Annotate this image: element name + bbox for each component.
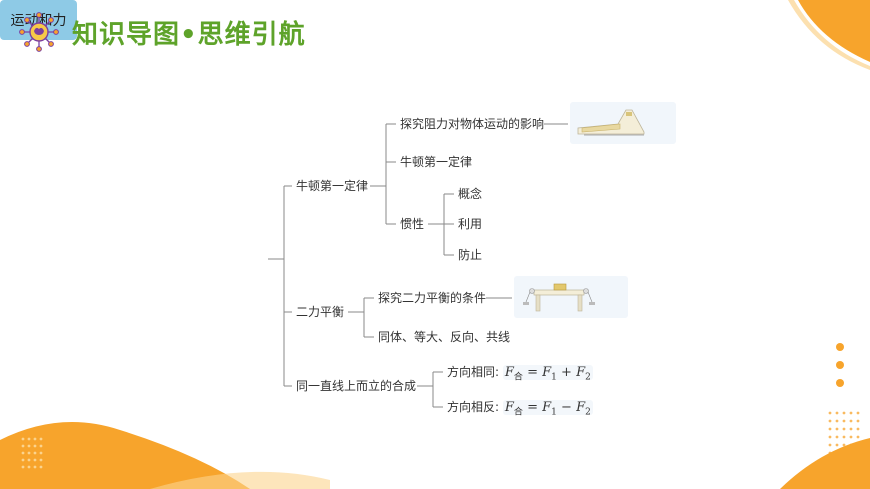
node-newton-first-law: 牛顿第一定律	[400, 155, 473, 169]
formula-f1: F	[542, 400, 552, 415]
formula-equals: =	[527, 365, 538, 380]
bottom-left-dots	[21, 437, 43, 469]
formula-sub-2: 2	[585, 407, 591, 418]
formula-f-resultant: F	[504, 400, 514, 415]
force-balance-apparatus-image	[514, 276, 628, 318]
same-direction-formula: F合 = F1 + F2	[502, 365, 593, 383]
formula-f2: F	[576, 400, 586, 415]
formula-sub-1: 1	[551, 372, 557, 383]
node-balance-conditions: 同体、等大、反向、共线	[378, 330, 511, 344]
formula-equals: =	[527, 400, 538, 415]
right-side-dots	[828, 343, 860, 463]
node-inertia-use: 利用	[458, 217, 483, 231]
formula-sub-he: 合	[513, 407, 523, 418]
formula-minus: −	[561, 400, 572, 415]
formula-sub-1: 1	[551, 407, 557, 418]
inclined-plane-experiment-image	[570, 102, 676, 144]
formula-sub-2: 2	[585, 372, 591, 383]
page-title: 知识导图•思维引航	[72, 20, 306, 50]
formula-sub-he: 合	[513, 372, 523, 383]
node-inertia-prevent: 防止	[458, 248, 483, 262]
bottom-left-blob	[0, 422, 330, 489]
node-opposite-direction: 方向相反: F合 = F1 − F2	[447, 399, 593, 421]
opposite-direction-formula: F合 = F1 − F2	[502, 400, 593, 418]
node-explore-balance-conditions: 探究二力平衡的条件	[378, 291, 487, 305]
formula-plus: +	[561, 365, 572, 380]
node-explore-resistance: 探究阻力对物体运动的影响	[400, 117, 545, 131]
top-right-blob	[788, 0, 870, 70]
branch-collinear-force-composition: 同一直线上而立的合成	[296, 379, 417, 393]
node-same-direction: 方向相同: F合 = F1 + F2	[447, 364, 593, 386]
node-inertia-concept: 概念	[458, 187, 483, 201]
brain-network-icon	[19, 12, 59, 52]
branch-newton-first-law: 牛顿第一定律	[296, 179, 369, 193]
branch-two-force-balance: 二力平衡	[296, 305, 345, 319]
bottom-right-blob	[780, 438, 870, 489]
formula-f2: F	[576, 365, 586, 380]
same-direction-label: 方向相同:	[447, 365, 500, 379]
node-inertia: 惯性	[400, 217, 425, 231]
formula-f-resultant: F	[504, 365, 514, 380]
opposite-direction-label: 方向相反:	[447, 400, 500, 414]
formula-f1: F	[542, 365, 552, 380]
